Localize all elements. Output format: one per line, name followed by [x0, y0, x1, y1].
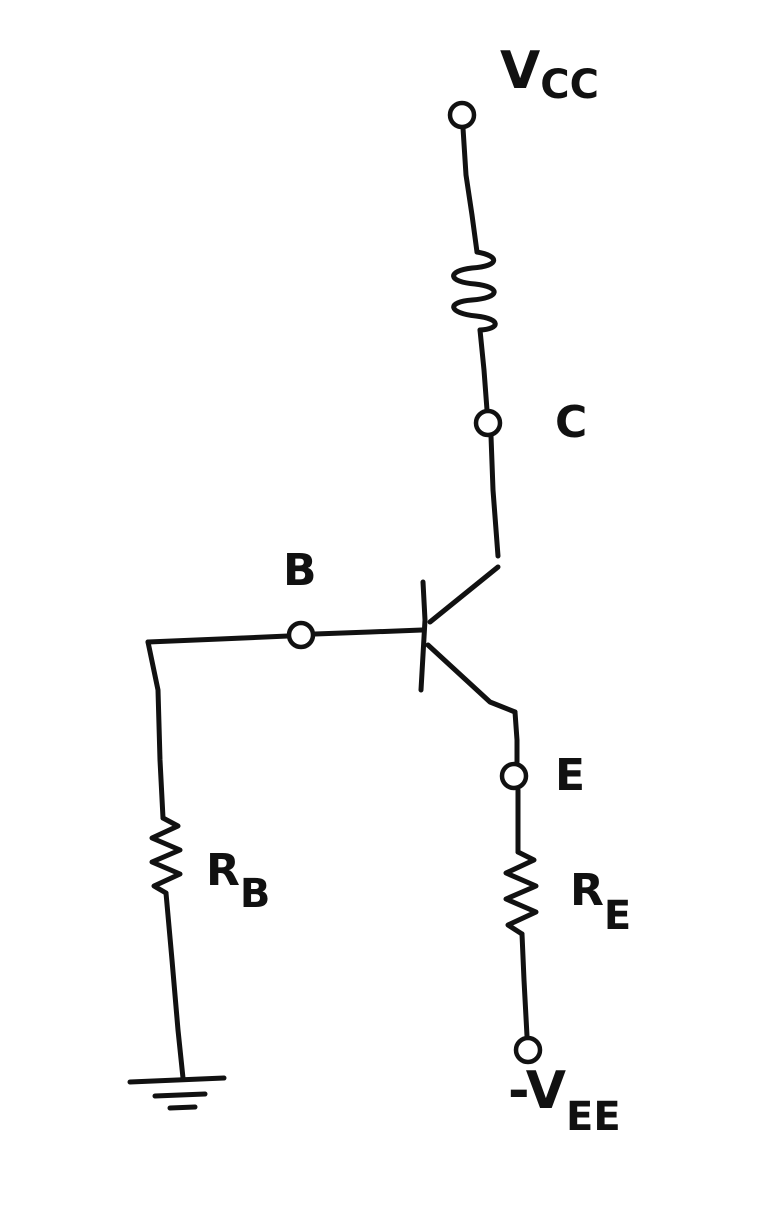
base-resistor-label: RB: [206, 845, 270, 917]
collector-resistor: [451, 249, 498, 333]
vee-wire: [519, 931, 530, 1039]
vee-label: -VEE: [508, 1061, 621, 1140]
vee-terminal: [513, 1035, 543, 1065]
vcc-wire: [460, 125, 480, 255]
base-wire: [312, 627, 425, 637]
transistor-base-bar: [418, 579, 428, 693]
base-resistor: [149, 815, 183, 896]
vcc-label: VCC: [500, 41, 599, 108]
base-to-ground-wire: [163, 890, 186, 1081]
base-left-wire: [145, 633, 291, 645]
transistor-emitter-lead: [425, 642, 518, 715]
ground-icon: [127, 1075, 227, 1111]
collector-node: [473, 408, 503, 438]
emitter-node: [499, 761, 529, 791]
emitter-resistor-label: RE: [570, 865, 631, 939]
transistor-collector-lead: [427, 564, 501, 625]
base-vertical-wire: [145, 639, 166, 821]
emitter-resistor: [503, 849, 539, 937]
emitter-label: E: [555, 750, 585, 801]
collector-resistor-wire: [477, 327, 490, 413]
base-label: B: [283, 545, 317, 596]
vcc-terminal: [447, 100, 477, 130]
collector-label: C: [555, 397, 587, 448]
collector-wire: [488, 433, 501, 559]
emitter-wire: [512, 709, 520, 765]
base-node: [286, 620, 316, 650]
